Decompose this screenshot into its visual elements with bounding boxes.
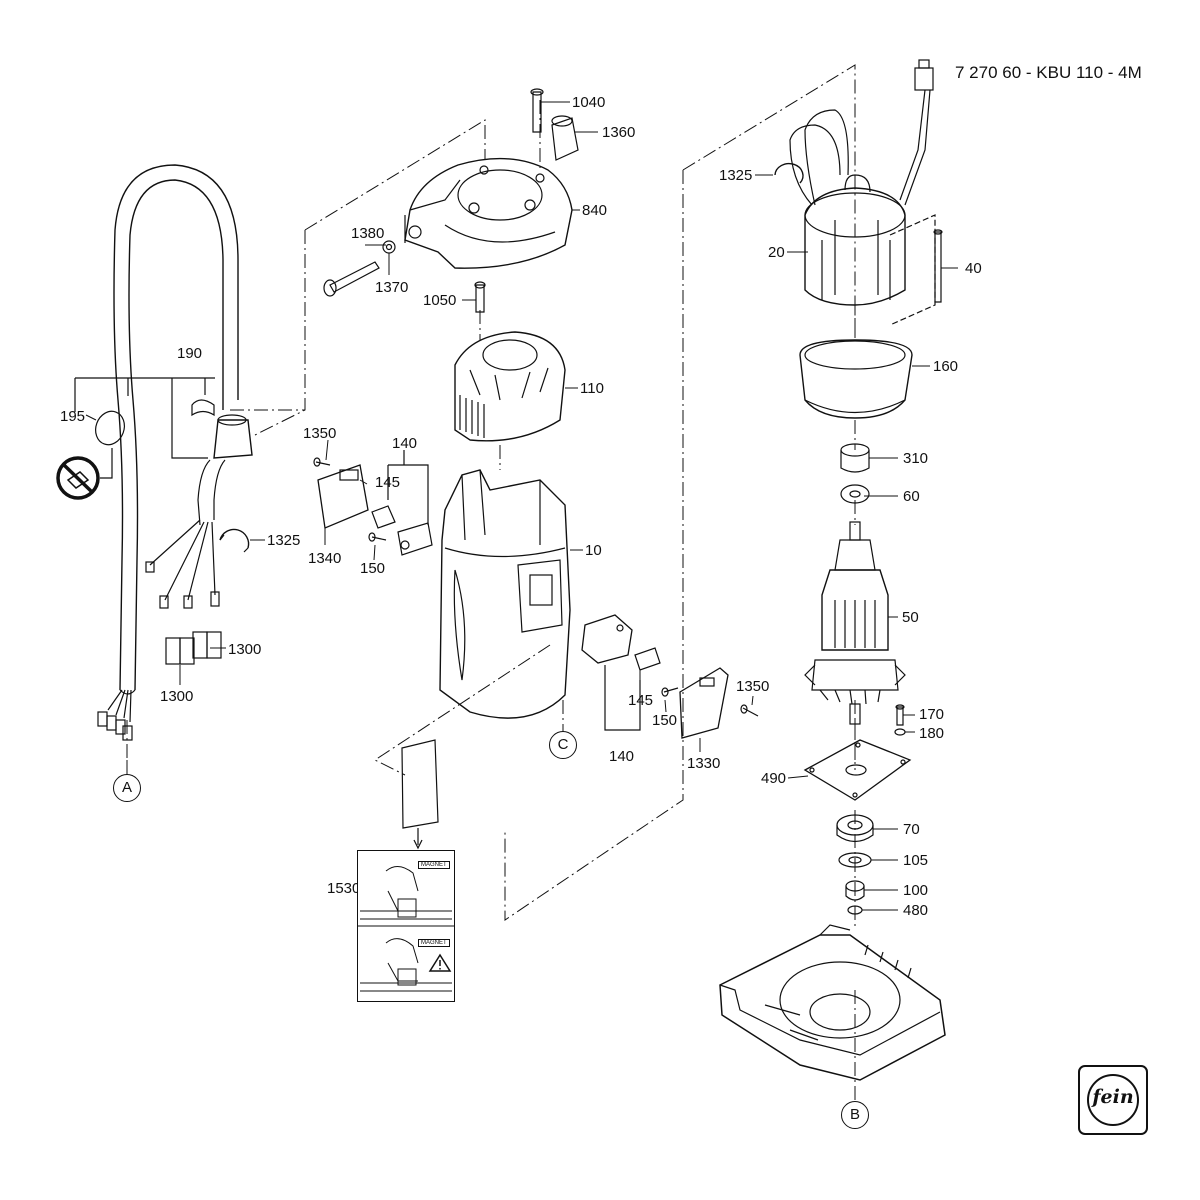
callout-145-right: 145 [628, 692, 654, 709]
callout-195: 195 [60, 408, 86, 425]
callout-145-left: 145 [375, 474, 401, 491]
callout-40: 40 [965, 260, 982, 277]
fein-logo-icon: fein [1078, 1065, 1148, 1135]
callout-1350-right: 1350 [736, 678, 770, 695]
callout-1380: 1380 [351, 225, 385, 242]
callout-1040: 1040 [572, 94, 606, 111]
callout-1300-right: 1300 [228, 641, 262, 658]
callout-140-top: 140 [392, 435, 418, 452]
callout-310: 310 [903, 450, 929, 467]
callout-1330: 1330 [687, 755, 721, 772]
callout-110: 110 [580, 380, 604, 397]
callout-60: 60 [903, 488, 920, 505]
callout-1340: 1340 [308, 550, 342, 567]
connector-b: B [841, 1101, 869, 1129]
connector-c: C [549, 731, 577, 759]
callout-1350-left: 1350 [303, 425, 337, 442]
callout-70: 70 [903, 821, 920, 838]
callout-1050: 1050 [423, 292, 457, 309]
callout-480: 480 [903, 902, 929, 919]
callout-150-left: 150 [360, 560, 386, 577]
callout-190: 190 [177, 345, 203, 362]
fein-logo-word: fein [1092, 1086, 1134, 1108]
fein-logo-ring [1087, 1074, 1139, 1126]
callout-20: 20 [768, 244, 785, 261]
callout-10: 10 [585, 542, 602, 559]
callout-50: 50 [902, 609, 919, 626]
callout-160: 160 [933, 358, 959, 375]
callout-180: 180 [919, 725, 945, 742]
callout-1360: 1360 [602, 124, 636, 141]
no-drilling-prohibition-icon [56, 456, 100, 500]
callout-140-bottom: 140 [609, 748, 635, 765]
callout-490: 490 [761, 770, 787, 787]
sheet-tag-bottom: MAGNET [418, 939, 450, 947]
diagram-title: 7 270 60 - KBU 110 - 4M [955, 63, 1142, 82]
callout-1370: 1370 [375, 279, 409, 296]
warning-triangle-icon [428, 953, 452, 972]
callout-840: 840 [582, 202, 608, 219]
callout-150-right: 150 [652, 712, 678, 729]
instruction-sheet: MAGNET MAGNET [357, 850, 455, 1002]
callout-1300-bottom: 1300 [160, 688, 194, 705]
callout-170: 170 [919, 706, 945, 723]
callout-105: 105 [903, 852, 929, 869]
callout-1325-right: 1325 [719, 167, 753, 184]
instruction-sheet-art [358, 866, 454, 992]
connector-a: A [113, 774, 141, 802]
sheet-tag-top: MAGNET [418, 861, 450, 869]
callout-100: 100 [903, 882, 929, 899]
callout-1325-left: 1325 [267, 532, 301, 549]
callout-1530: 1530 [327, 880, 361, 897]
